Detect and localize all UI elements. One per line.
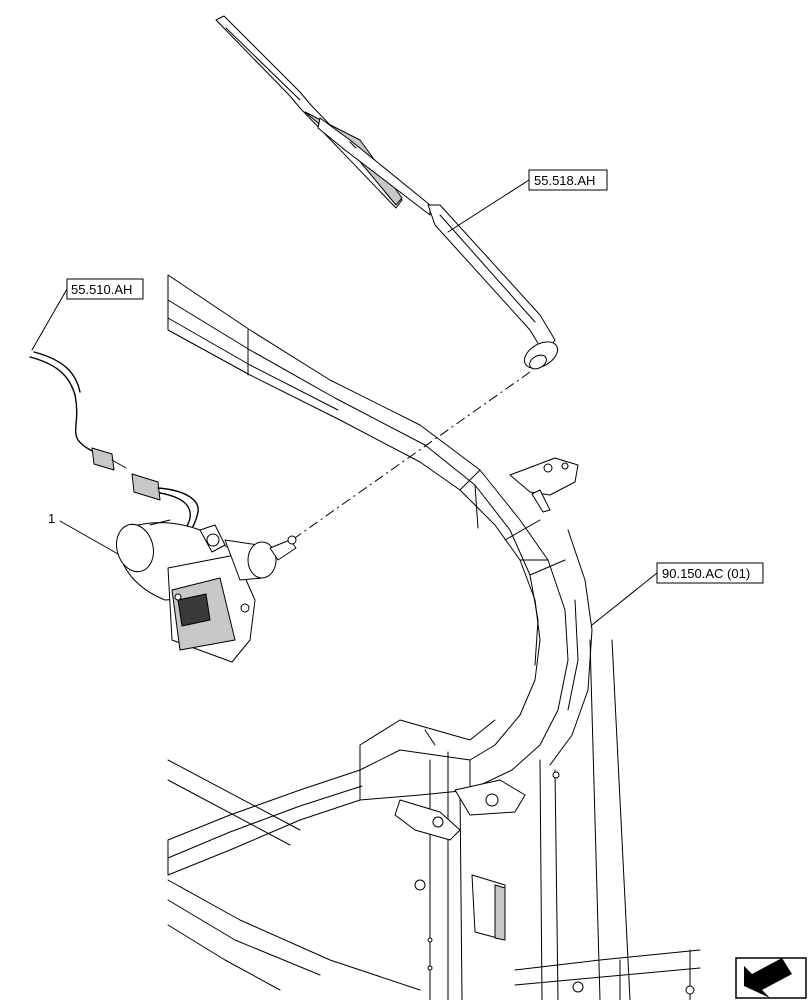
callout-harness[interactable]: 55.510.AH	[31, 278, 144, 351]
callout-motor-item[interactable]: 1	[48, 511, 119, 555]
axis-centerline	[291, 371, 531, 541]
callout-motor-item-label: 1	[48, 511, 55, 526]
callout-harness-label: 55.510.AH	[71, 282, 132, 297]
cab-frame	[167, 274, 701, 1000]
wiper-motor	[116, 519, 297, 663]
callout-wiper-arm-label: 55.518.AH	[534, 173, 595, 188]
wiper-arm-assembly	[215, 15, 559, 370]
callout-cab-frame[interactable]: 90.150.AC (01)	[591, 562, 764, 626]
callout-cab-frame-label: 90.150.AC (01)	[662, 566, 750, 581]
previous-arrow-icon[interactable]	[735, 957, 807, 999]
callout-wiper-arm[interactable]: 55.518.AH	[447, 169, 608, 233]
